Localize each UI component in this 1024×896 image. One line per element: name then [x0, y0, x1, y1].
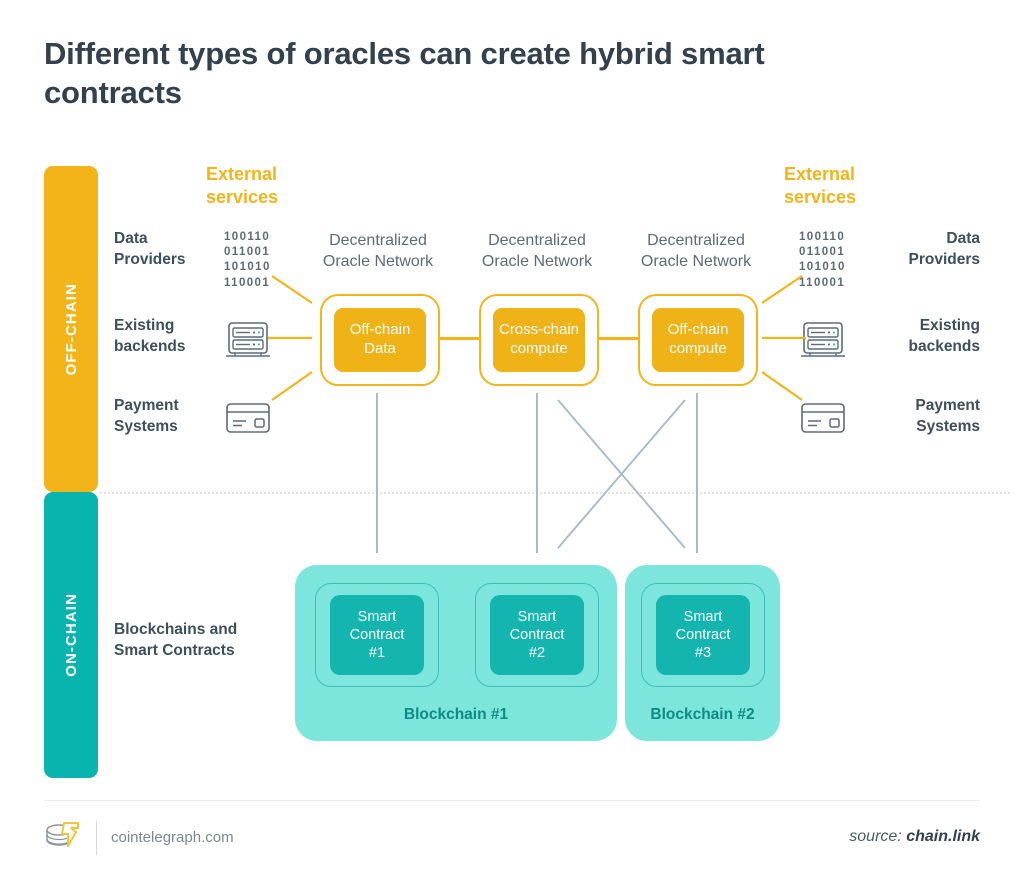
smart-contract-ring-2: Smart Contract #2	[475, 583, 599, 687]
oracle-heading-1: Decentralized Oracle Network	[481, 232, 593, 270]
external-services-heading-right: External services	[784, 164, 857, 207]
footer-source-prefix: source:	[849, 828, 907, 845]
credit-card-icon-right	[799, 400, 847, 436]
oracle-network-2[interactable]: Off-chain compute	[638, 294, 758, 386]
footer-source-name[interactable]: chain.link	[906, 828, 980, 845]
credit-card-icon	[224, 400, 272, 436]
blockchain-container-2[interactable]: Smart Contract #3 Blockchain #2	[625, 565, 780, 741]
footer-divider	[44, 800, 980, 801]
left-label-existing-backends: Existing backends	[114, 317, 186, 355]
blockchain-name-2: Blockchain #2	[650, 706, 755, 723]
smart-contract-ring-3: Smart Contract #3	[641, 583, 765, 687]
right-label-data-providers: Data Providers	[908, 230, 980, 268]
smart-contract-1[interactable]: Smart Contract #1	[330, 595, 424, 675]
blockchain-name-1: Blockchain #1	[403, 706, 509, 723]
oracle-network-0[interactable]: Off-chain Data	[320, 294, 440, 386]
left-label-payment-systems: Payment Systems	[114, 397, 179, 435]
oracle-heading-2: Decentralized Oracle Network	[640, 232, 752, 270]
oracle-connector-0-1	[435, 337, 481, 340]
binary-data-icon: 100110 011001 101010 110001	[224, 231, 271, 289]
page-title: Different types of oracles can create hy…	[44, 36, 765, 111]
right-label-existing-backends: Existing backends	[908, 317, 980, 355]
oracle-box-label-0: Off-chain Data	[334, 308, 426, 372]
layer-bar-offchain: OFF-CHAIN	[44, 166, 98, 492]
link-cross-b	[557, 399, 686, 549]
oracle-connector-1-2	[594, 337, 640, 340]
cointelegraph-logo-icon	[40, 820, 84, 858]
external-services-heading-left: External services	[206, 164, 279, 207]
footer-source: source: chain.link	[849, 828, 980, 846]
binary-data-icon-right: 100110 011001 101010 110001	[799, 231, 846, 289]
footer-separator	[96, 821, 97, 855]
onchain-side-label: Blockchains and Smart Contracts	[114, 621, 238, 659]
smart-contract-3[interactable]: Smart Contract #3	[656, 595, 750, 675]
oracle-box-label-1: Cross-chain compute	[493, 308, 585, 372]
right-label-payment-systems: Payment Systems	[915, 397, 980, 435]
oracle-heading-0: Decentralized Oracle Network	[322, 232, 434, 270]
server-icon	[224, 318, 272, 360]
oracle-box-label-2: Off-chain compute	[652, 308, 744, 372]
left-label-data-providers: Data Providers	[114, 230, 186, 268]
blockchain-container-1[interactable]: Smart Contract #1 Smart Contract #2 Bloc…	[295, 565, 617, 741]
layer-bar-onchain: ON-CHAIN	[44, 492, 98, 778]
smart-contract-ring-1: Smart Contract #1	[315, 583, 439, 687]
smart-contract-2[interactable]: Smart Contract #2	[490, 595, 584, 675]
footer-site[interactable]: cointelegraph.com	[111, 829, 234, 846]
layer-divider	[100, 492, 1010, 494]
oracle-network-1[interactable]: Cross-chain compute	[479, 294, 599, 386]
